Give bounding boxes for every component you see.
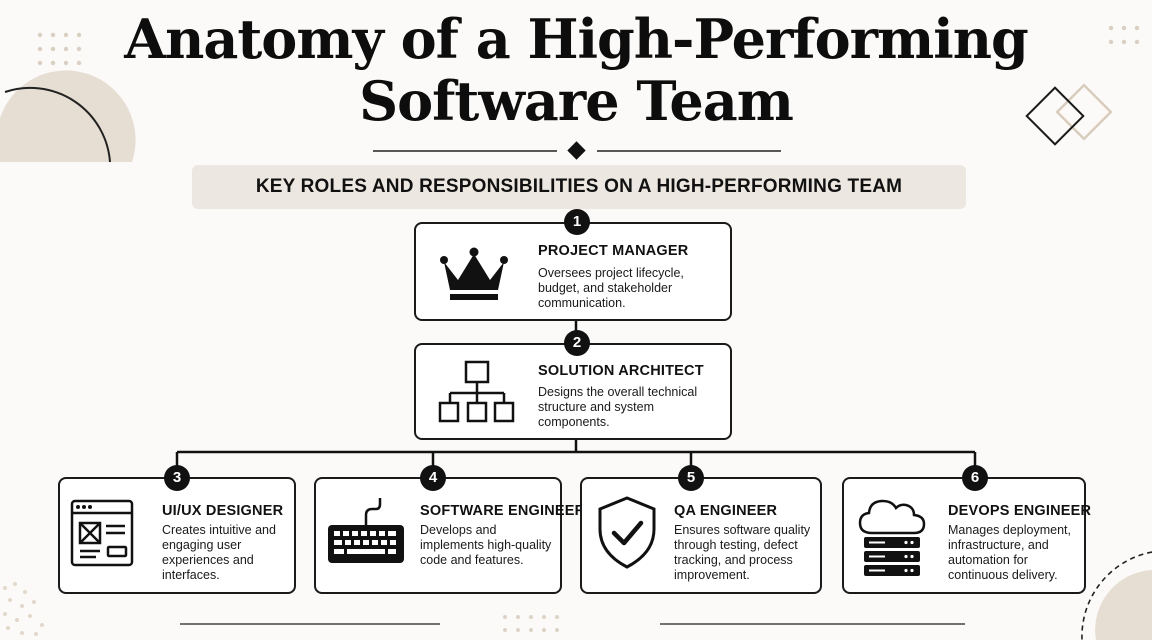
quarter-circle-bottom-right bbox=[1095, 570, 1152, 640]
subtitle-banner: KEY ROLES AND RESPONSIBILITIES ON A HIGH… bbox=[192, 165, 966, 209]
desc-line: Develops and bbox=[420, 523, 497, 537]
role-card-qa-engineer: QA ENGINEER Ensures software quality thr… bbox=[580, 477, 822, 594]
role-card-solution-architect: SOLUTION ARCHITECT Designs the overall t… bbox=[414, 343, 732, 440]
role-card-devops-engineer: DEVOPS ENGINEER Manages deployment, infr… bbox=[842, 477, 1091, 594]
wireframe-icon bbox=[70, 499, 134, 567]
desc-line: Ensures software quality bbox=[674, 523, 811, 537]
desc-line: tracking, and process bbox=[674, 553, 793, 567]
diamond-black bbox=[1025, 86, 1085, 146]
role-description: Designs the overall technical structure … bbox=[538, 385, 697, 430]
half-circle-top-left bbox=[0, 70, 136, 162]
dot-grid-bottom-center bbox=[503, 615, 559, 632]
desc-line: improvement. bbox=[674, 568, 750, 582]
role-title: QA ENGINEER bbox=[674, 503, 778, 519]
role-description: Manages deployment, infrastructure, and … bbox=[948, 523, 1071, 583]
role-description: Oversees project lifecycle, budget, and … bbox=[538, 266, 684, 311]
page-title: Anatomy of a High-Performing Software Te… bbox=[0, 8, 1152, 132]
role-description: Creates intuitive and engaging user expe… bbox=[162, 523, 276, 583]
step-badge-1: 1 bbox=[564, 209, 590, 235]
role-title: UI/UX DESIGNER bbox=[162, 503, 284, 519]
desc-line: Oversees project lifecycle, bbox=[538, 266, 684, 280]
keyboard-icon bbox=[328, 498, 404, 563]
role-title: SOLUTION ARCHITECT bbox=[538, 363, 704, 379]
dot-grid-bottom-left bbox=[3, 582, 44, 636]
desc-line: through testing, defect bbox=[674, 538, 798, 552]
dot-grid-top-right bbox=[1108, 25, 1140, 45]
desc-line: components. bbox=[538, 415, 610, 429]
page-title-line-2: Software Team bbox=[359, 69, 794, 133]
hierarchy-icon bbox=[438, 360, 515, 423]
role-card-software-engineer: SOFTWARE ENGINEER Develops and implement… bbox=[314, 477, 585, 594]
desc-line: structure and system bbox=[538, 400, 655, 414]
desc-line: Creates intuitive and bbox=[162, 523, 276, 537]
desc-line: budget, and stakeholder bbox=[538, 281, 673, 295]
role-title: SOFTWARE ENGINEER bbox=[420, 503, 586, 519]
role-title: PROJECT MANAGER bbox=[538, 243, 689, 259]
desc-line: code and features. bbox=[420, 553, 524, 567]
desc-line: continuous delivery. bbox=[948, 568, 1058, 582]
desc-line: interfaces. bbox=[162, 568, 220, 582]
role-card-project-manager: PROJECT MANAGER Oversees project lifecyc… bbox=[414, 222, 732, 321]
dot-grid-top-left bbox=[37, 32, 82, 66]
step-badge-4: 4 bbox=[420, 465, 446, 491]
role-card-ui-ux-designer: UI/UX DESIGNER Creates intuitive and eng… bbox=[58, 477, 296, 594]
role-title: DEVOPS ENGINEER bbox=[948, 503, 1092, 519]
desc-line: implements high-quality bbox=[420, 538, 552, 552]
shield-check-icon bbox=[598, 496, 656, 569]
arc-top-left bbox=[4, 86, 111, 163]
step-badge-6: 6 bbox=[962, 465, 988, 491]
desc-line: engaging user bbox=[162, 538, 242, 552]
desc-line: infrastructure, and bbox=[948, 538, 1049, 552]
crown-icon bbox=[440, 247, 508, 300]
divider-diamond bbox=[567, 141, 586, 160]
step-badge-5: 5 bbox=[678, 465, 704, 491]
desc-line: Manages deployment, bbox=[948, 523, 1071, 537]
role-description: Ensures software quality through testing… bbox=[674, 523, 810, 583]
role-description: Develops and implements high-quality cod… bbox=[420, 523, 551, 568]
step-badge-2: 2 bbox=[564, 330, 590, 356]
step-badge-3: 3 bbox=[164, 465, 190, 491]
desc-line: automation for bbox=[948, 553, 1028, 567]
page-title-line-1: Anatomy of a High-Performing bbox=[124, 7, 1029, 71]
cloud-server-icon bbox=[858, 499, 926, 576]
diamond-beige bbox=[1055, 83, 1113, 141]
desc-line: Designs the overall technical bbox=[538, 385, 698, 399]
desc-line: communication. bbox=[538, 296, 626, 310]
desc-line: experiences and bbox=[162, 553, 254, 567]
